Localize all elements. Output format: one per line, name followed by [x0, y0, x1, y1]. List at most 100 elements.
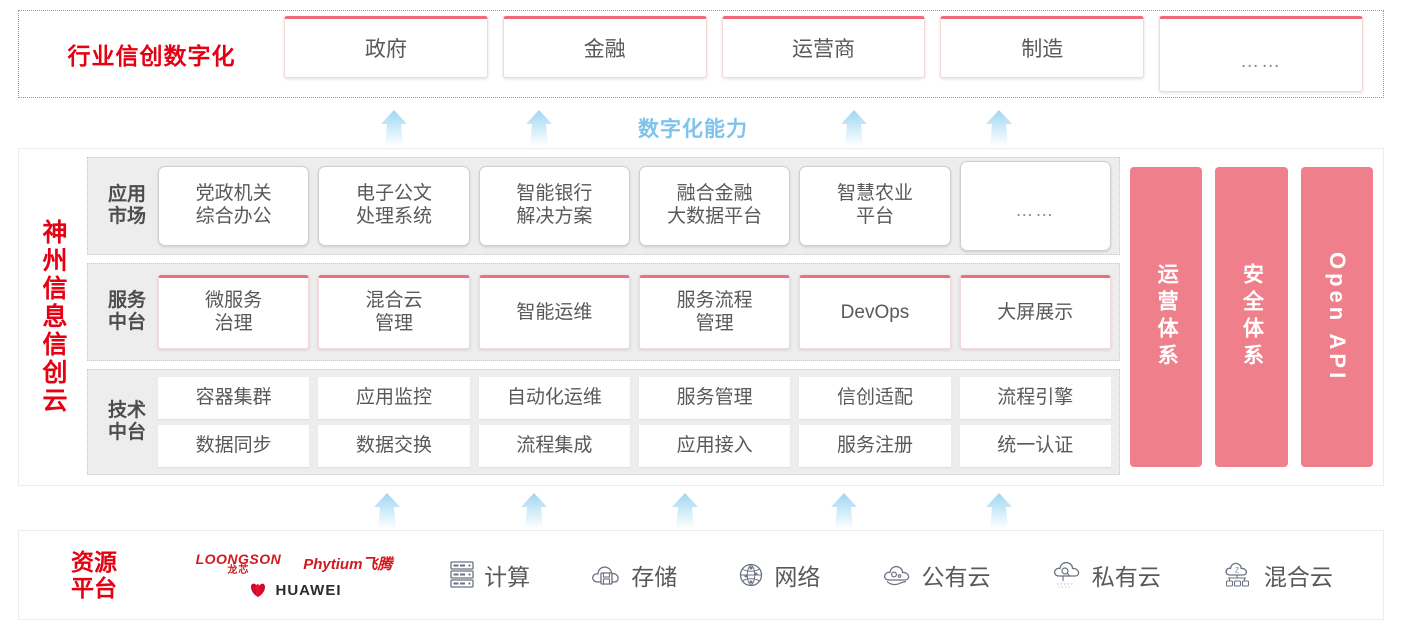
panel-label-tech-platform: 技术 中台 [96, 400, 158, 444]
pillar-label: Open API [1324, 251, 1350, 383]
panel-label-line1: 应用 [107, 184, 146, 206]
panel-application-market: 应用 市场 党政机关综合办公 电子公文处理系统 智能银行解决方案 [87, 157, 1120, 255]
card-line1: 智能运维 [516, 301, 593, 323]
card-line2: 处理系统 [355, 206, 432, 227]
resource-item-network[interactable]: 网络 [737, 558, 820, 592]
private-cloud-icon [1053, 561, 1079, 588]
panel-label-line2: 市场 [107, 206, 146, 227]
capability-arrow-band: 数字化能力 [18, 105, 1384, 147]
app-card-smart-banking[interactable]: 智能银行解决方案 [478, 166, 630, 246]
industry-card-operator[interactable]: 运营商 [721, 16, 926, 78]
hybrid-cloud-icon: Z [1225, 562, 1249, 587]
up-arrow-icon [823, 492, 865, 530]
tech-card-data-sync[interactable]: 数据同步 [158, 425, 310, 467]
app-card-finance-bigdata[interactable]: 融合金融大数据平台 [638, 166, 791, 246]
panel-label-application-market: 应用 市场 [96, 184, 158, 228]
panel-label-line1: 技术 [107, 400, 146, 422]
svc-card-intelligent-ops[interactable]: 智能运维 [478, 275, 630, 349]
pillar-label: 运营体系 [1155, 263, 1179, 371]
panel-label-service-platform: 服务 中台 [96, 290, 158, 334]
tech-card-process-integration[interactable]: 流程集成 [478, 425, 630, 467]
cloud-platform-body: 应用 市场 党政机关综合办公 电子公文处理系统 智能银行解决方案 [87, 149, 1383, 485]
svc-card-microservice-governance[interactable]: 微服务治理 [158, 275, 310, 349]
app-card-smart-agriculture[interactable]: 智慧农业平台 [799, 166, 951, 246]
resource-item-label: 存储 [631, 564, 678, 590]
huawei-logo-text: HUAWEI [275, 581, 342, 599]
card-line2: 大数据平台 [667, 206, 763, 227]
card-line2: 管理 [695, 313, 734, 334]
tech-card-app-monitoring[interactable]: 应用监控 [318, 377, 470, 419]
cloud-row-stack: 应用 市场 党政机关综合办公 电子公文处理系统 智能银行解决方案 [87, 157, 1120, 477]
svc-card-hybrid-cloud-management[interactable]: 混合云管理 [318, 275, 470, 349]
tech-card-container-cluster[interactable]: 容器集群 [158, 377, 310, 419]
up-arrow-icon [978, 109, 1020, 147]
resource-item-label: 混合云 [1263, 564, 1333, 590]
industry-card-more[interactable]: …… [1159, 16, 1363, 92]
application-market-cards: 党政机关综合办公 电子公文处理系统 智能银行解决方案 融合金融大数据平台 智慧农 [158, 161, 1111, 251]
card-line1: 融合金融 [676, 183, 753, 205]
tech-card-app-access[interactable]: 应用接入 [638, 425, 791, 467]
tech-platform-row-bottom: 数据同步 数据交换 流程集成 应用接入 服务注册 统一认证 [158, 425, 1111, 467]
pillar-security-system[interactable]: 安全体系 [1215, 167, 1288, 467]
panel-tech-platform: 技术 中台 容器集群 应用监控 自动化运维 服务管理 信创适配 流程引擎 [87, 369, 1120, 475]
app-card-government-office[interactable]: 党政机关综合办公 [158, 166, 310, 246]
card-line2: 解决方案 [516, 206, 593, 227]
pillar-operations-system[interactable]: 运营体系 [1130, 167, 1203, 467]
tech-card-data-exchange[interactable]: 数据交换 [318, 425, 470, 467]
tech-card-service-registry[interactable]: 服务注册 [799, 425, 951, 467]
resource-arrow-band [18, 488, 1384, 530]
up-arrow-icon [833, 109, 875, 147]
huawei-flower-icon [250, 583, 265, 597]
resource-title-line1: 资源 [71, 548, 117, 575]
resource-item-storage[interactable]: 存储 [590, 558, 677, 592]
up-arrow-icon [373, 109, 415, 147]
huawei-logo: HUAWEI [247, 582, 342, 599]
card-line1: 服务流程 [676, 290, 753, 312]
resource-item-hybrid-cloud[interactable]: Z 混合云 [1221, 558, 1333, 592]
industry-card-finance[interactable]: 金融 [502, 16, 707, 78]
panel-label-line2: 中台 [107, 422, 146, 443]
cloud-platform-title: 神州信息信创云 [19, 149, 87, 485]
tech-platform-cards: 容器集群 应用监控 自动化运维 服务管理 信创适配 流程引擎 数据同步 数据交换… [158, 376, 1111, 468]
up-arrow-icon [366, 492, 408, 530]
svc-card-devops[interactable]: DevOps [799, 275, 951, 349]
resource-item-list: 计算 存储 [419, 558, 1383, 592]
tech-card-unified-auth[interactable]: 统一认证 [959, 425, 1111, 467]
resource-item-public-cloud[interactable]: 公有云 [881, 558, 991, 592]
service-platform-cards: 微服务治理 混合云管理 智能运维 服务流程管理 DevOps [158, 270, 1111, 354]
card-line1: 微服务 [205, 290, 263, 312]
tech-platform-row-top: 容器集群 应用监控 自动化运维 服务管理 信创适配 流程引擎 [158, 377, 1111, 419]
tech-card-service-management[interactable]: 服务管理 [638, 377, 791, 419]
resource-item-label: 计算 [484, 564, 531, 590]
card-line2: 综合办公 [195, 206, 272, 227]
resource-item-label: 网络 [774, 564, 821, 590]
card-line1: 电子公文 [355, 183, 432, 205]
pillar-open-api[interactable]: Open API [1300, 167, 1373, 467]
resource-item-compute[interactable]: 计算 [449, 558, 530, 592]
tech-card-process-engine[interactable]: 流程引擎 [959, 377, 1111, 419]
up-arrow-icon [978, 492, 1020, 530]
app-card-more[interactable]: …… [959, 161, 1111, 251]
panel-service-platform: 服务 中台 微服务治理 混合云管理 智能运维 [87, 263, 1120, 361]
loongson-logo-cn: 龙芯 [227, 564, 250, 576]
vendor-logo-row-bottom: HUAWEI [247, 582, 342, 599]
pillar-label: 安全体系 [1240, 263, 1264, 371]
industry-band-title: 行业信创数字化 [67, 43, 236, 69]
resource-item-private-cloud[interactable]: 私有云 [1051, 558, 1161, 592]
industry-card-manufacturing[interactable]: 制造 [940, 16, 1145, 78]
loongson-logo-en: LOONGSON [195, 550, 282, 567]
card-line1: 智慧农业 [836, 183, 913, 205]
card-line1: DevOps [840, 301, 910, 323]
svc-card-service-process-management[interactable]: 服务流程管理 [638, 275, 791, 349]
panel-label-line2: 中台 [107, 312, 146, 333]
server-icon [450, 561, 474, 588]
svc-card-big-screen-display[interactable]: 大屏展示 [959, 275, 1111, 349]
industry-card-government[interactable]: 政府 [284, 16, 488, 78]
app-card-e-document-system[interactable]: 电子公文处理系统 [318, 166, 470, 246]
tech-card-xinchuang-adaptation[interactable]: 信创适配 [799, 377, 951, 419]
card-line2: 治理 [214, 313, 253, 334]
resource-title-line2: 平台 [71, 575, 117, 601]
resource-platform-title: 资源 平台 [19, 549, 169, 602]
capability-label: 数字化能力 [638, 118, 748, 141]
tech-card-automated-ops[interactable]: 自动化运维 [478, 377, 630, 419]
